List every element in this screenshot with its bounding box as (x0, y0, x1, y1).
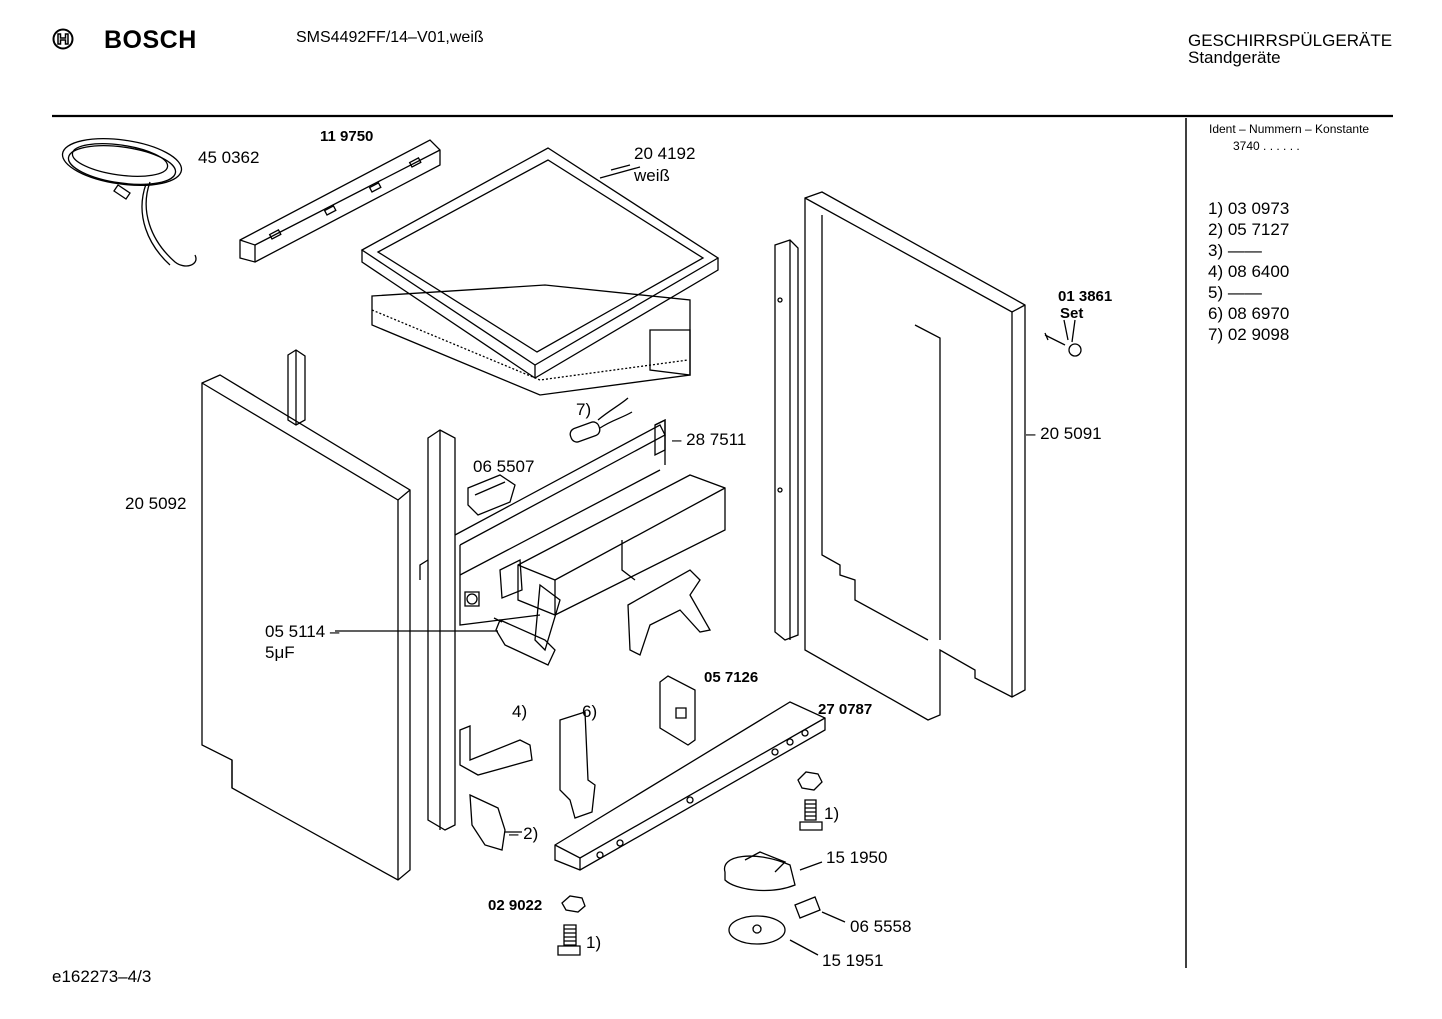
leveling-screw-part (798, 772, 822, 830)
ident-label: Ident – Nummern – Konstante (1209, 122, 1370, 136)
left-side-panel-part (202, 375, 410, 880)
duct-block-part (518, 475, 725, 650)
note-item: 2) 05 7127 (1208, 220, 1290, 239)
label-part-6: 6) (582, 702, 598, 721)
label-disc: 15 1951 (822, 951, 884, 970)
document-code: e162273–4/3 (52, 967, 152, 986)
label-cable: 45 0362 (198, 148, 260, 167)
label-switch: 06 5507 (473, 457, 535, 476)
model-number: SMS4492FF/14–V01,weiß (296, 29, 484, 46)
rail-part (240, 140, 440, 262)
front-post-part (420, 430, 455, 830)
base-housing-part (455, 420, 665, 625)
note-item: 3) —— (1208, 241, 1262, 260)
label-nut-screw-note: 1) (586, 933, 602, 952)
label-foot: 15 1950 (826, 848, 888, 867)
category-title: GESCHIRRSPÜLGERÄTE (1188, 31, 1393, 50)
note-item: 4) 08 6400 (1208, 262, 1290, 281)
label-worktop-color: weiß (634, 166, 670, 185)
capacitor-small-part (569, 398, 632, 444)
label-part-4: 4) (512, 702, 528, 721)
ident-value: 3740 . . . . . . (1233, 139, 1300, 153)
bosch-logo-icon (52, 28, 74, 50)
left-frame-strip-part (288, 350, 305, 425)
label-holder: 05 7126 (704, 669, 759, 686)
hook-part-4 (460, 726, 532, 775)
label-capacitor-number: 05 5114 – (265, 622, 340, 641)
nut-part (558, 896, 585, 955)
label-part-2: – 2) (509, 824, 539, 843)
label-screw-set-number: 01 3861 (1058, 288, 1113, 305)
power-cable-part (60, 132, 196, 266)
disc-part (729, 916, 818, 955)
capacitor-large-part (335, 618, 555, 665)
label-capacitor-note-7: 7) (576, 400, 592, 419)
note-item: 1) 03 0973 (1208, 199, 1290, 218)
switch-part (468, 475, 515, 515)
category-subtitle: Standgeräte (1188, 48, 1281, 67)
insulation-pad-part (372, 285, 690, 395)
label-foot-clip: 06 5558 (850, 917, 912, 936)
bracket-part (655, 420, 665, 455)
label-worktop-number: 20 4192 (634, 144, 696, 163)
label-capacitor-value: 5μF (265, 643, 295, 662)
foot-clip-part (795, 897, 845, 922)
holder-part (660, 676, 695, 745)
label-bracket: – 28 7511 (672, 430, 747, 449)
note-item: 5) —— (1208, 283, 1262, 302)
note-item: 7) 02 9098 (1208, 325, 1290, 344)
label-base-bar: 27 0787 (818, 701, 873, 718)
note-item: 6) 08 6970 (1208, 304, 1290, 323)
label-right-panel: – 20 5091 (1026, 424, 1102, 443)
label-nut: 02 9022 (488, 897, 543, 914)
brand-name: BOSCH (104, 26, 197, 54)
plate-part-6 (560, 712, 595, 818)
foot-part (725, 852, 822, 890)
clip-part-2 (470, 795, 522, 850)
label-left-panel: 20 5092 (125, 494, 187, 513)
base-bar-part (555, 702, 825, 870)
notes-list: 1) 03 0973 2) 05 7127 3) —— 4) 08 6400 5… (1208, 198, 1289, 345)
right-side-panel-part (805, 192, 1025, 720)
screw-set-part (1045, 320, 1081, 356)
right-front-post-part (775, 240, 798, 640)
support-bracket-part (628, 570, 710, 655)
label-screw-set: Set (1060, 305, 1084, 322)
label-rail: 11 9750 (320, 128, 374, 145)
label-leveling-screw-note: 1) (824, 804, 840, 823)
